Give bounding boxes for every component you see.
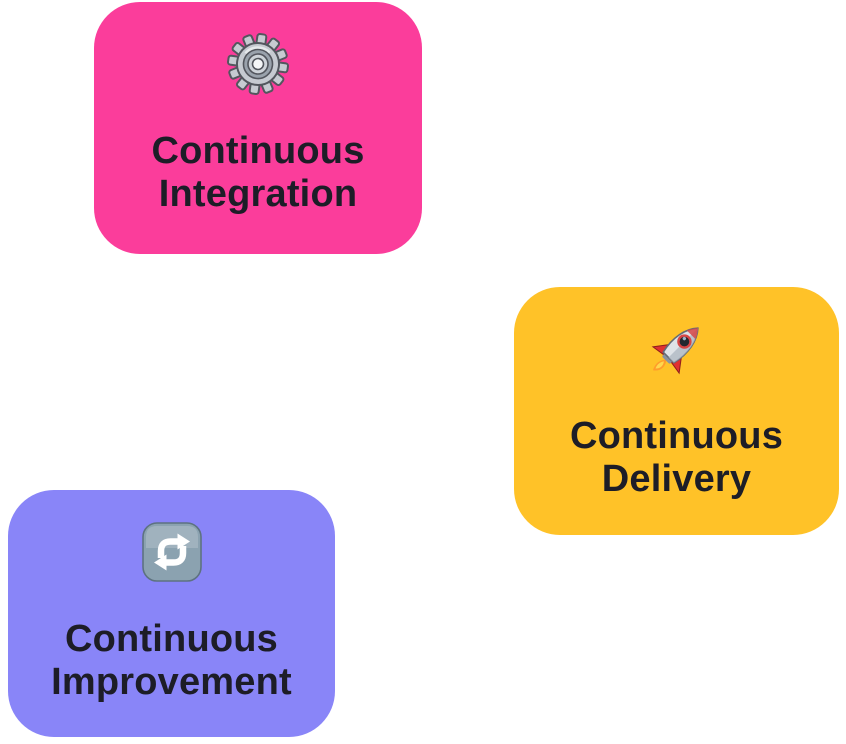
card-title: Continuous Integration (151, 130, 364, 216)
card-title-line1: Continuous (151, 130, 365, 172)
card-title: Continuous Improvement (51, 618, 292, 704)
card-title-line2: Delivery (601, 458, 752, 500)
card-title-line1: Continuous (64, 618, 279, 660)
card-continuous-integration: Continuous Integration (94, 2, 422, 254)
rocket-icon (645, 317, 709, 381)
repeat-icon (140, 520, 204, 584)
card-title-line2: Integration (158, 173, 358, 215)
card-title: Continuous Delivery (570, 415, 783, 501)
card-title-line1: Continuous (569, 415, 784, 457)
gear-icon (226, 32, 290, 96)
card-title-line2: Improvement (51, 661, 292, 703)
card-continuous-delivery: Continuous Delivery (514, 287, 839, 535)
card-continuous-improvement: Continuous Improvement (8, 490, 335, 737)
